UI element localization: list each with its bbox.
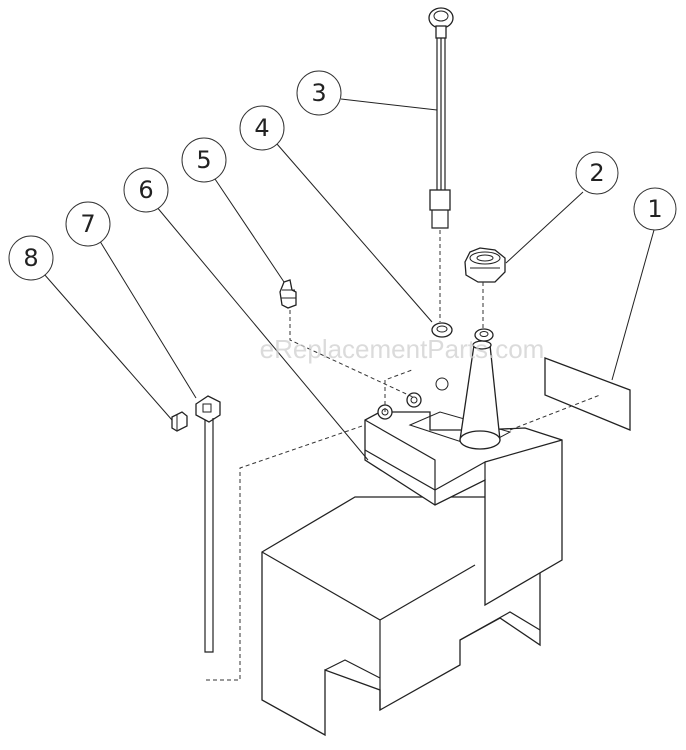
callout-label-2: 2 [589,159,604,187]
leader-lines [43,98,655,461]
fuel-cap [464,247,506,283]
callout-5: 5 [181,137,227,183]
grommet [431,322,453,338]
callout-label-5: 5 [196,146,211,174]
callout-label-6: 6 [138,176,153,204]
callout-3: 3 [296,70,342,116]
callout-7: 7 [65,201,111,247]
assembly-lines [206,230,601,681]
callout-8: 8 [8,235,54,281]
cap-seal [474,328,494,342]
hose-fitting [279,279,297,309]
watermark: eReplacementParts.com [260,334,545,364]
callout-4: 4 [239,105,285,151]
fuel-gauge [428,7,454,229]
callout-2: 2 [575,151,619,195]
callout-label-4: 4 [254,114,269,142]
fitting [171,411,188,432]
callout-label-3: 3 [311,79,326,107]
tie-strap [195,395,221,653]
fuel-tank [261,340,563,737]
callout-6: 6 [123,167,169,213]
callout-label-1: 1 [647,195,662,223]
callout-1: 1 [633,187,677,231]
callout-label-7: 7 [80,210,95,238]
callout-label-8: 8 [23,244,38,272]
decal [544,357,631,431]
